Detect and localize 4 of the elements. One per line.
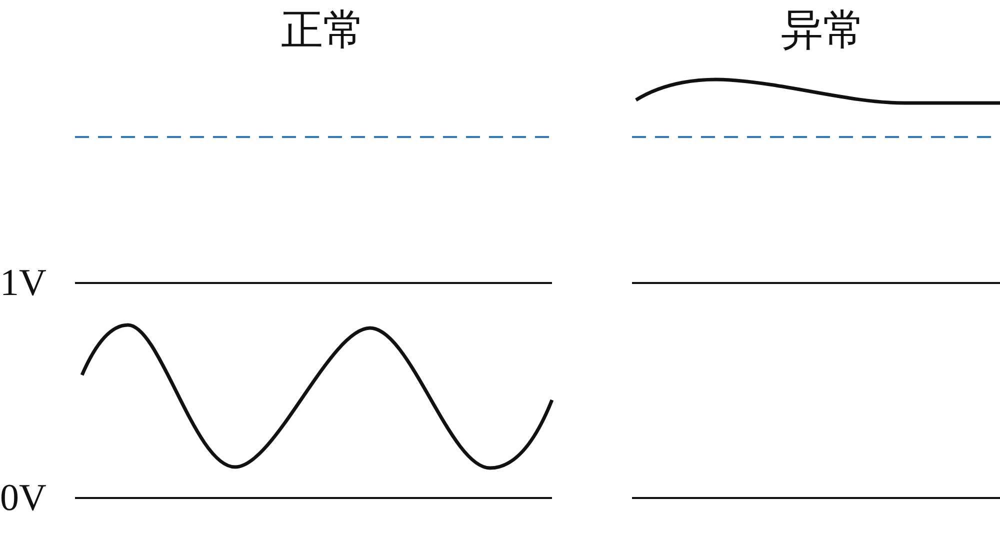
voltage-label: 1V — [0, 264, 46, 302]
panel-heading: 异常 — [781, 10, 865, 52]
panel-heading: 正常 — [281, 10, 365, 52]
voltage-label: 0V — [0, 479, 46, 517]
